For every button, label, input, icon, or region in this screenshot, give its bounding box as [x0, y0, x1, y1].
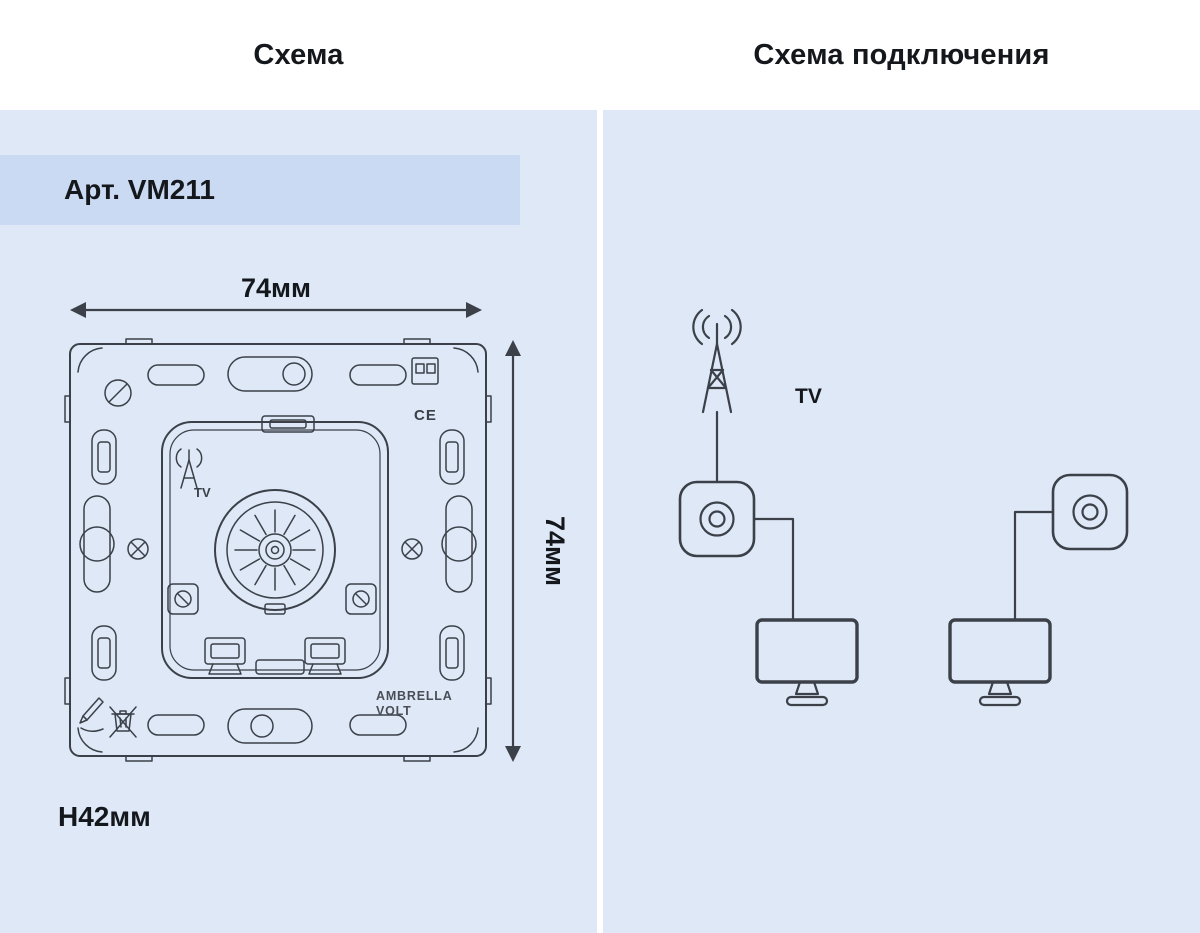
cable-clamp-left — [204, 637, 246, 675]
width-dimension-label: 74мм — [241, 273, 311, 303]
claw-screw-right — [401, 538, 423, 560]
left-column-title: Схема — [253, 38, 344, 71]
right-column-title: Схема подключения — [753, 38, 1050, 71]
brand-line-1: AMBRELLA — [376, 689, 453, 703]
screw-head-icon — [104, 379, 132, 407]
width-dimension-arrow — [70, 302, 482, 318]
tv-pictogram-label: TV — [194, 485, 211, 500]
brand-line-2: VOLT — [376, 704, 412, 718]
socket2-to-tv2-line — [1013, 510, 1055, 622]
dimensions-panel: Арт. VM211 — [0, 110, 597, 933]
tv-socket-1-icon — [678, 480, 756, 558]
socket1-to-tv1-line — [752, 517, 795, 622]
antenna-tv-label: TV — [795, 385, 822, 408]
socket-mechanism: TV — [161, 415, 389, 679]
tv-monitor-1-icon — [755, 618, 859, 707]
article-label: Арт. VM211 — [64, 174, 215, 205]
screw-terminal-right — [345, 583, 377, 615]
height-dimension-arrow — [505, 340, 521, 762]
antenna-pictogram-icon — [175, 448, 203, 489]
pencil-icon — [79, 697, 104, 732]
cable-clamp-right — [304, 637, 346, 675]
claw-screw-left — [127, 538, 149, 560]
article-band: Арт. VM211 — [0, 155, 520, 225]
screw-terminal-left — [167, 583, 199, 615]
ce-mark: CE — [414, 407, 437, 424]
connection-panel: TV — [603, 110, 1200, 933]
no-trash-icon — [109, 706, 137, 738]
mounting-frame-drawing: CE — [58, 273, 570, 832]
height-dimension-label: 74мм — [540, 516, 570, 586]
terminal-block-icon — [411, 357, 439, 385]
depth-dimension-label: Н42мм — [58, 801, 151, 832]
mounting-plate: CE — [64, 338, 492, 762]
tv-monitor-2-icon — [948, 618, 1052, 707]
tv-connector-icon — [214, 489, 336, 615]
tv-socket-2-icon — [1051, 473, 1129, 551]
connection-diagram: TV — [678, 308, 1129, 707]
antenna-icon — [692, 308, 742, 414]
